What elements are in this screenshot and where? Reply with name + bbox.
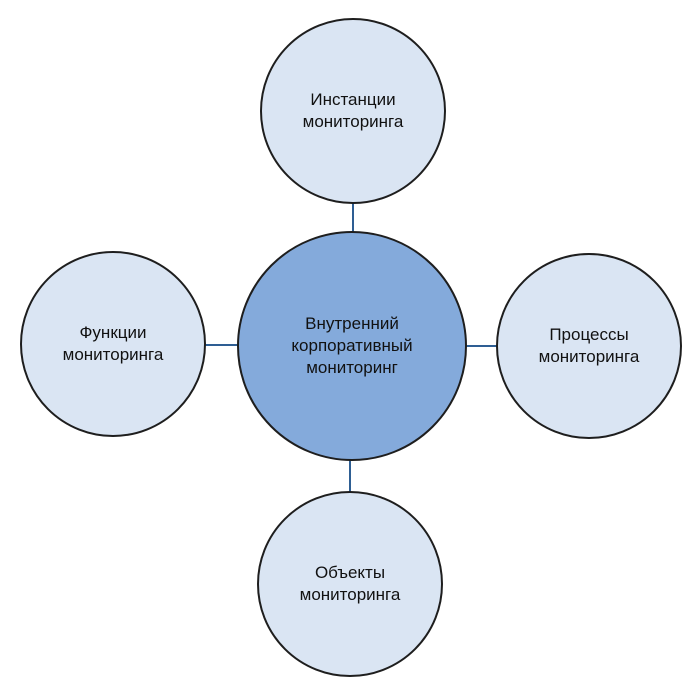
node-left-line1: Функции <box>79 323 147 342</box>
node-top-line1: Инстанции <box>310 90 396 109</box>
center-line1: Внутренний <box>305 314 399 333</box>
node-left: Функции мониторинга <box>21 252 205 436</box>
center-line2: корпоративный <box>291 336 413 355</box>
node-right-line1: Процессы <box>549 325 629 344</box>
node-left-line2: мониторинга <box>62 345 164 364</box>
node-bottom-line1: Объекты <box>314 563 386 582</box>
node-top-line2: мониторинга <box>302 112 404 131</box>
node-bottom: Объекты мониторинга <box>258 492 442 676</box>
node-right-line2: мониторинга <box>538 347 640 366</box>
center-circle <box>237 231 467 461</box>
node-top-circle <box>260 18 446 204</box>
node-right: Процессы мониторинга <box>497 254 681 438</box>
node-bottom-line2: мониторинга <box>299 585 401 604</box>
node-left-circle <box>20 251 206 437</box>
node-bottom-circle <box>257 491 443 677</box>
center-node: Внутренний корпоративный мониторинг <box>238 232 466 460</box>
node-top: Инстанции мониторинга <box>261 19 445 203</box>
node-right-circle <box>496 253 682 439</box>
center-line3: мониторинг <box>306 358 398 377</box>
